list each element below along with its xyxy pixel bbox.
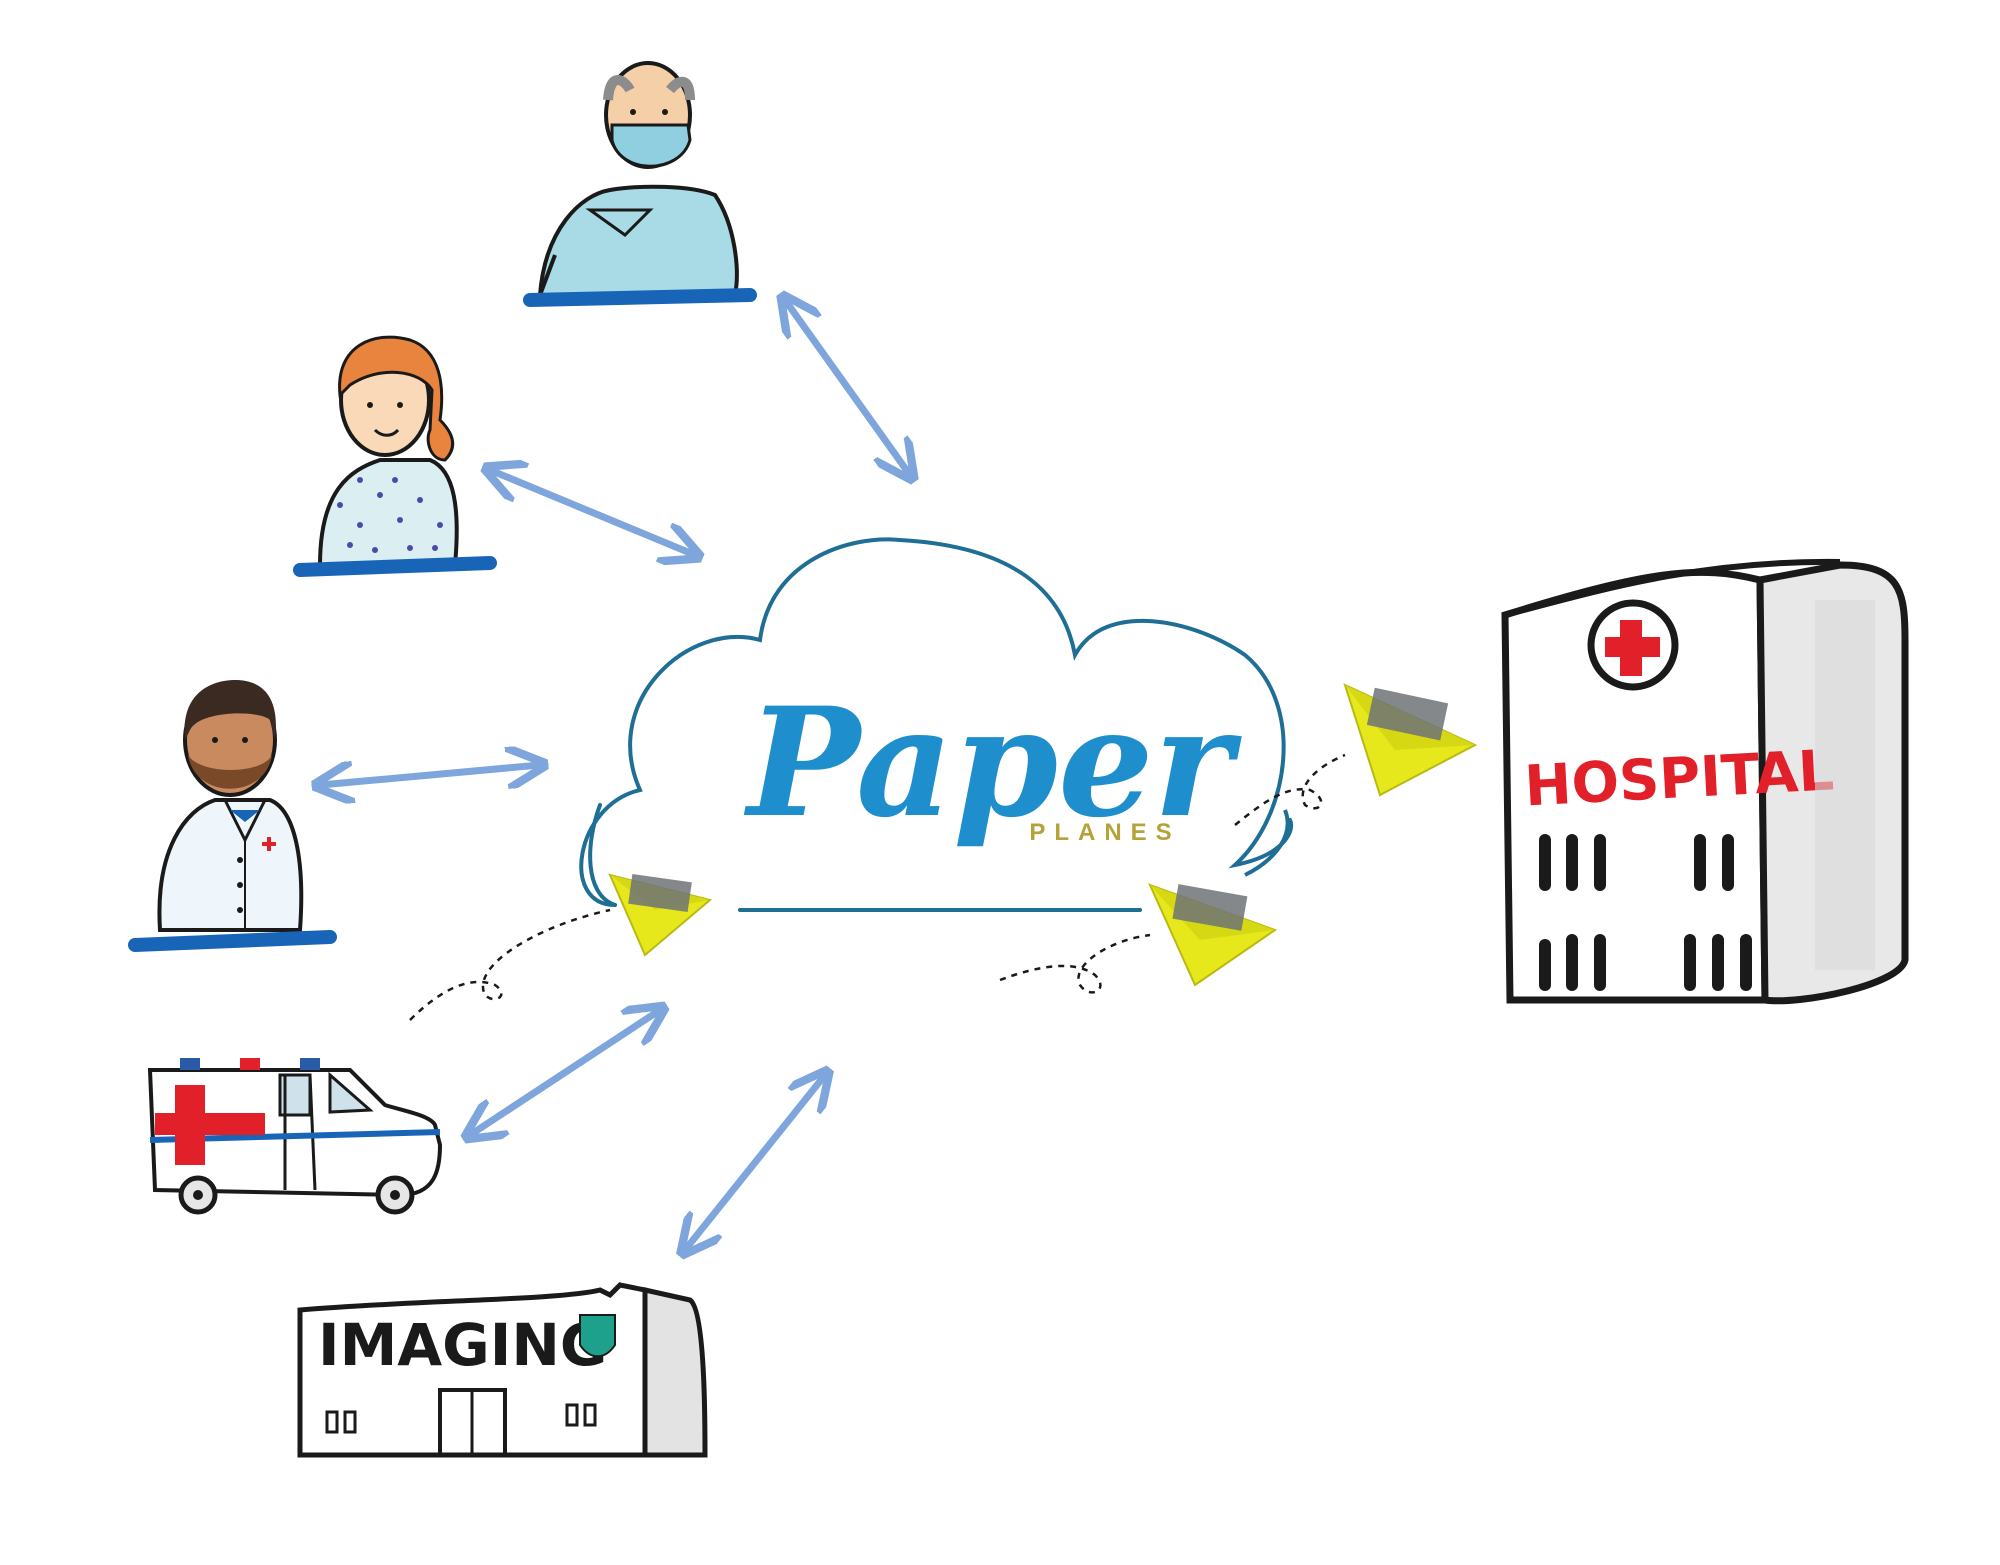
arrow-woman-patient xyxy=(490,470,695,555)
shield-icon xyxy=(579,1314,616,1358)
arrow-masked-patient xyxy=(785,300,910,475)
doctor-icon xyxy=(128,680,337,952)
paper-plane-right xyxy=(1343,683,1478,797)
flight-paths xyxy=(409,753,1346,1021)
paper-plane-middle xyxy=(1148,883,1278,987)
brand-tagline: PLANES xyxy=(1029,819,1180,846)
cloud xyxy=(579,537,1294,912)
connector-arrows xyxy=(320,300,910,1250)
flight-path-left xyxy=(409,908,611,1021)
flight-path-middle xyxy=(999,933,1151,994)
arrow-imaging xyxy=(685,1075,825,1250)
paper-plane-left xyxy=(608,873,713,957)
flight-path-right xyxy=(1234,753,1346,826)
masked-patient-icon xyxy=(523,61,757,307)
arrow-ambulance xyxy=(470,1010,660,1135)
hospital-label: HOSPITAL xyxy=(1523,738,1836,819)
brand-name: Paper xyxy=(743,675,1242,851)
imaging-center-icon: IMAGING xyxy=(297,1282,708,1458)
arrow-doctor xyxy=(320,765,540,785)
hospital-icon: HOSPITAL xyxy=(1501,558,1909,1005)
imaging-label: IMAGING xyxy=(318,1311,608,1379)
woman-patient-icon xyxy=(293,335,497,577)
ambulance-icon xyxy=(147,1058,443,1215)
hospital-windows xyxy=(1539,834,1752,991)
